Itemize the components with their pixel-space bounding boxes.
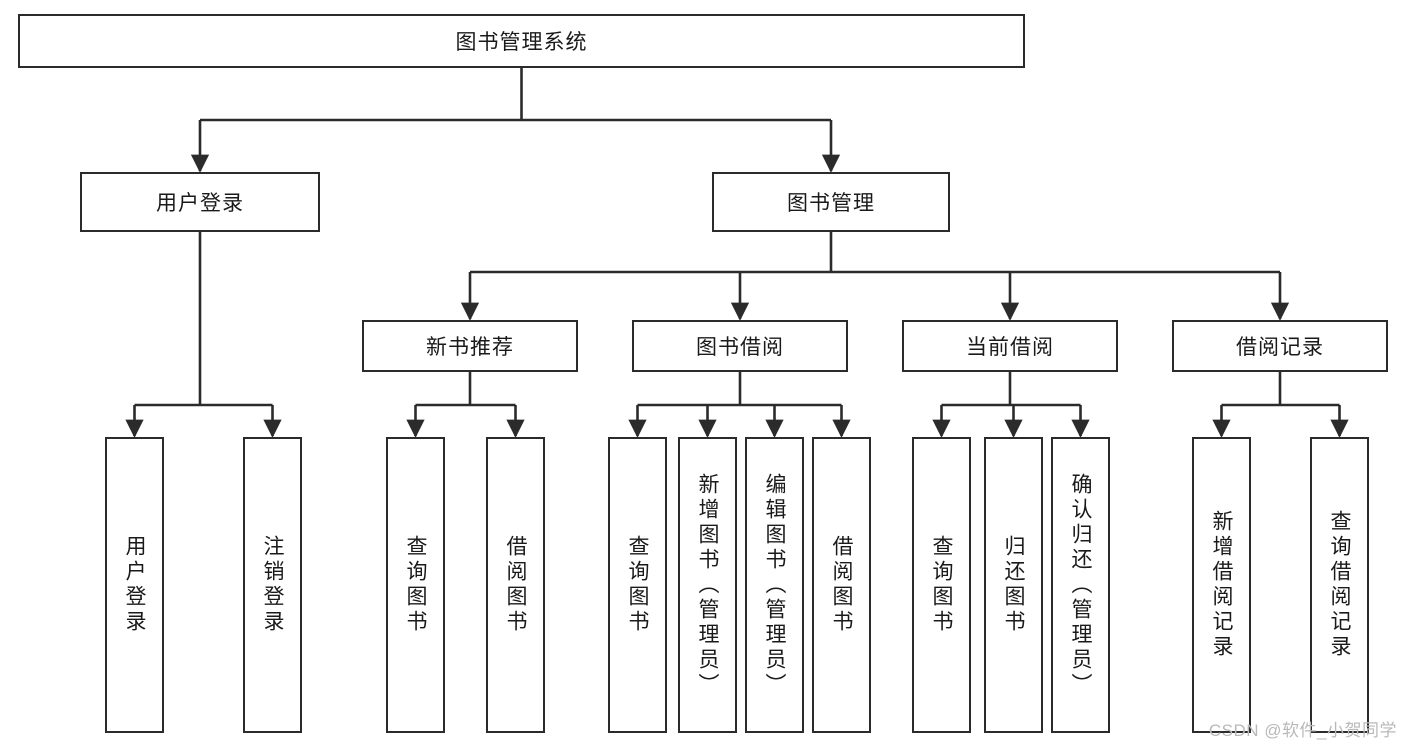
leaf-add-book[interactable]: 新增图书（管理员） xyxy=(678,437,737,733)
node-borrow-record[interactable]: 借阅记录 xyxy=(1172,320,1388,372)
node-user-login[interactable]: 用户登录 xyxy=(80,172,320,232)
node-book-manage-label: 图书管理 xyxy=(787,192,875,215)
node-user-login-label: 用户登录 xyxy=(156,192,244,215)
leaf-user-login-label: 用户登录 xyxy=(123,535,146,635)
node-root[interactable]: 图书管理系统 xyxy=(18,14,1025,68)
leaf-borrow-book[interactable]: 借阅图书 xyxy=(812,437,871,733)
node-borrow-record-label: 借阅记录 xyxy=(1236,336,1324,359)
node-book-borrow-label: 图书借阅 xyxy=(696,336,784,359)
leaf-cur-query-book-label: 查询图书 xyxy=(930,535,953,635)
leaf-rec-query-book-label: 查询图书 xyxy=(404,535,427,635)
leaf-edit-book-label: 编辑图书（管理员） xyxy=(763,472,786,698)
leaf-logout-label: 注销登录 xyxy=(261,535,284,635)
leaf-borrow-book-label: 借阅图书 xyxy=(830,535,853,635)
leaf-edit-book[interactable]: 编辑图书（管理员） xyxy=(745,437,804,733)
leaf-add-record[interactable]: 新增借阅记录 xyxy=(1192,437,1251,733)
node-new-book-rec-label: 新书推荐 xyxy=(426,336,514,359)
leaf-rec-borrow-book-label: 借阅图书 xyxy=(504,535,527,635)
node-new-book-rec[interactable]: 新书推荐 xyxy=(362,320,578,372)
leaf-query-record-label: 查询借阅记录 xyxy=(1328,510,1351,660)
leaf-add-record-label: 新增借阅记录 xyxy=(1210,510,1233,660)
node-book-manage[interactable]: 图书管理 xyxy=(712,172,950,232)
leaf-query-record[interactable]: 查询借阅记录 xyxy=(1310,437,1369,733)
leaf-cur-query-book[interactable]: 查询图书 xyxy=(912,437,971,733)
node-current-borrow[interactable]: 当前借阅 xyxy=(902,320,1118,372)
leaf-user-login[interactable]: 用户登录 xyxy=(105,437,164,733)
node-current-borrow-label: 当前借阅 xyxy=(966,336,1054,359)
leaf-rec-query-book[interactable]: 查询图书 xyxy=(386,437,445,733)
leaf-logout[interactable]: 注销登录 xyxy=(243,437,302,733)
leaf-confirm-return-label: 确认归还（管理员） xyxy=(1069,472,1092,698)
node-book-borrow[interactable]: 图书借阅 xyxy=(632,320,848,372)
leaf-return-book-label: 归还图书 xyxy=(1002,535,1025,635)
leaf-add-book-label: 新增图书（管理员） xyxy=(696,472,719,698)
leaf-borrow-query-book[interactable]: 查询图书 xyxy=(608,437,667,733)
node-root-label: 图书管理系统 xyxy=(455,31,588,54)
leaf-rec-borrow-book[interactable]: 借阅图书 xyxy=(486,437,545,733)
leaf-borrow-query-book-label: 查询图书 xyxy=(626,535,649,635)
leaf-return-book[interactable]: 归还图书 xyxy=(984,437,1043,733)
leaf-confirm-return[interactable]: 确认归还（管理员） xyxy=(1051,437,1110,733)
